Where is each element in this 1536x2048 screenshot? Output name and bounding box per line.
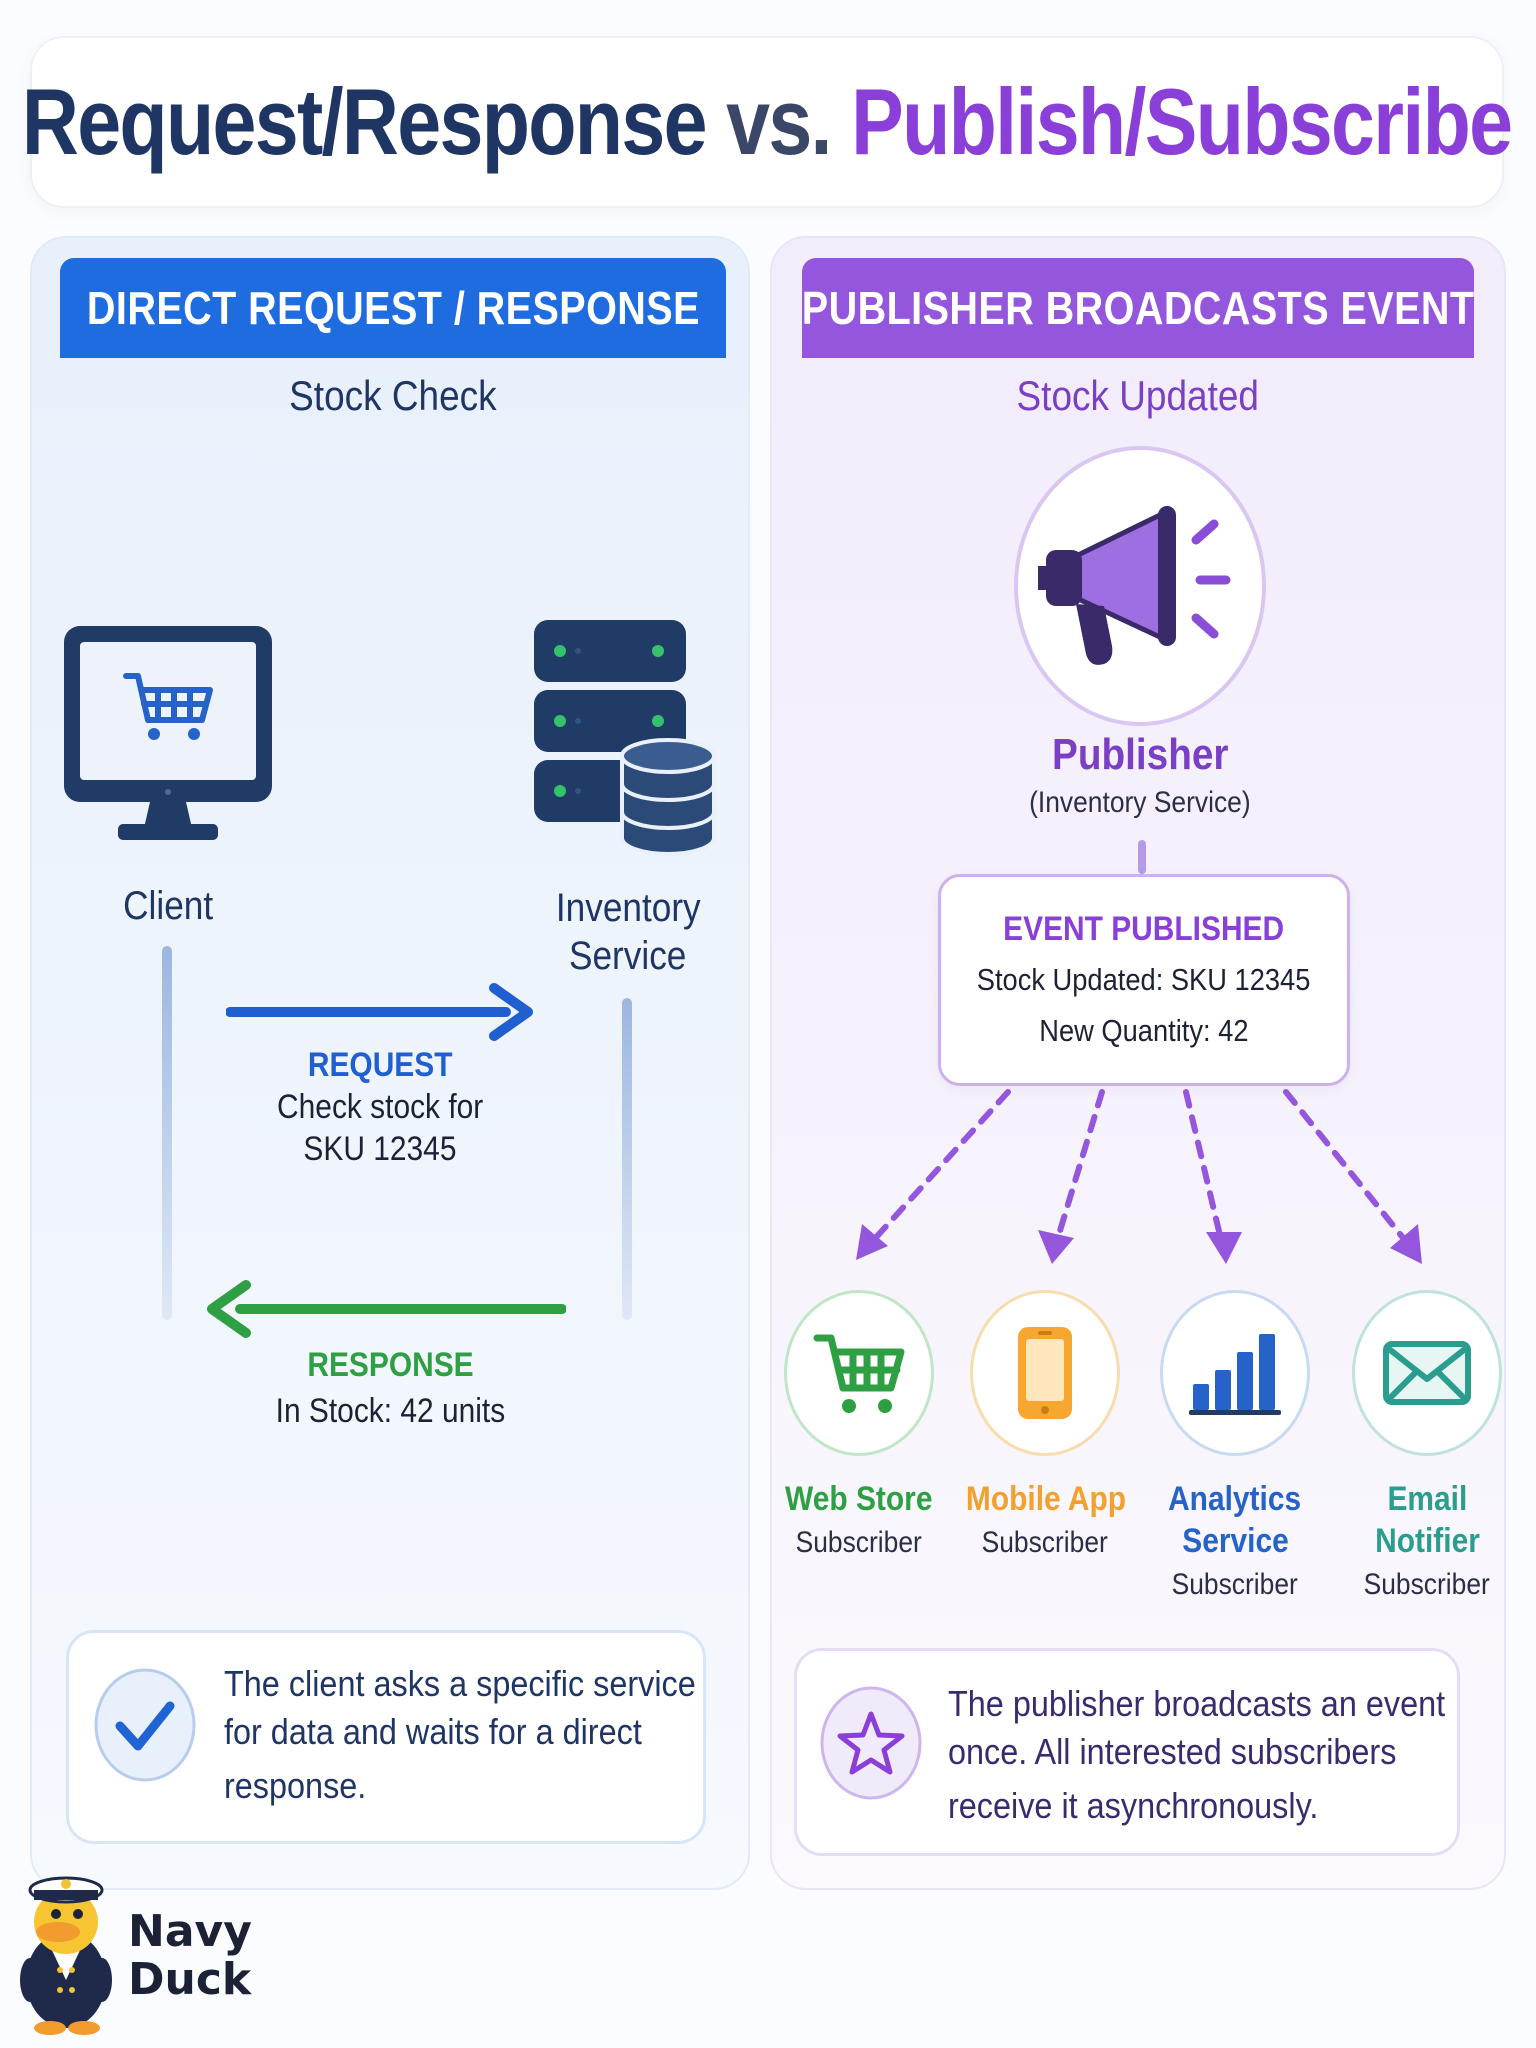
request-label: REQUEST Check stock for SKU 12345 (276, 1046, 484, 1168)
publish-subscribe-info-text: The publisher broadcasts an event once. … (948, 1683, 1446, 1826)
request-response-banner: DIRECT REQUEST / RESPONSE (60, 258, 726, 358)
publisher-sublabel: (Inventory Service) (1029, 786, 1251, 819)
request-response-info-text: The client asks a specific service for d… (224, 1663, 696, 1806)
navy-duck-brand: Navy Duck (128, 1906, 252, 2005)
title-publish-subscribe: Publish/Subscribe (851, 69, 1513, 174)
event-published-text: EVENT PUBLISHED Stock Updated: SKU 12345… (938, 904, 1350, 1056)
stock-check-subtitle: Stock Check (60, 372, 726, 420)
stock-updated-subtitle-text: Stock Updated (1016, 372, 1260, 419)
publisher-connector (1138, 840, 1146, 874)
publish-subscribe-banner-text: PUBLISHER BROADCASTS EVENT (801, 282, 1475, 334)
page-title: Request/Response vs. Publish/Subscribe (22, 68, 1513, 176)
stock-check-subtitle-text: Stock Check (289, 372, 497, 419)
inventory-server-icon (534, 620, 716, 856)
broadcast-arrows (856, 1089, 1422, 1264)
request-heading: REQUEST (307, 1046, 453, 1084)
client-label: Client (122, 884, 213, 928)
title-request-response: Request/Response (22, 69, 708, 174)
event-published-card (938, 874, 1350, 1086)
web-store-subscriber (784, 1290, 934, 1456)
analytics-service-label: Analytics Service Subscriber (1168, 1480, 1302, 1601)
cart-icon (813, 1334, 905, 1413)
response-label: RESPONSE In Stock: 42 units (210, 1342, 570, 1434)
mobile-app-subscriber (970, 1290, 1120, 1456)
request-arrow (226, 983, 533, 1041)
mobile-app-label: Mobile App Subscriber (965, 1480, 1127, 1559)
bar-chart-icon (1189, 1334, 1281, 1415)
response-heading: RESPONSE (306, 1346, 474, 1384)
stock-updated-subtitle: Stock Updated (802, 372, 1474, 420)
service-lifeline (622, 998, 632, 1320)
envelope-icon (1383, 1341, 1471, 1405)
title-card: Request/Response vs. Publish/Subscribe (22, 36, 1513, 208)
client-lifeline (162, 946, 172, 1320)
title-vs: vs. (726, 69, 832, 174)
megaphone-icon (1014, 446, 1266, 726)
response-arrow (207, 1280, 566, 1338)
event-heading: EVENT PUBLISHED (1003, 910, 1285, 948)
inventory-service-label: Inventory Service (555, 886, 701, 978)
publisher-label: Publisher (1051, 730, 1229, 779)
cart-icon (123, 673, 213, 723)
star-icon (820, 1686, 922, 1800)
analytics-service-subscriber (1160, 1290, 1310, 1456)
web-store-label: Web Store Subscriber (785, 1480, 933, 1559)
email-notifier-subscriber (1352, 1290, 1502, 1456)
client-monitor-icon (64, 626, 272, 840)
request-response-banner-text: DIRECT REQUEST / RESPONSE (86, 282, 700, 334)
navy-duck-mascot-icon (20, 1876, 112, 2035)
smartphone-icon (1018, 1327, 1072, 1419)
checkmark-icon (94, 1668, 196, 1782)
publish-subscribe-banner: PUBLISHER BROADCASTS EVENT (802, 258, 1474, 358)
database-icon (620, 738, 716, 856)
email-notifier-label: Email Notifier Subscriber (1363, 1480, 1491, 1601)
